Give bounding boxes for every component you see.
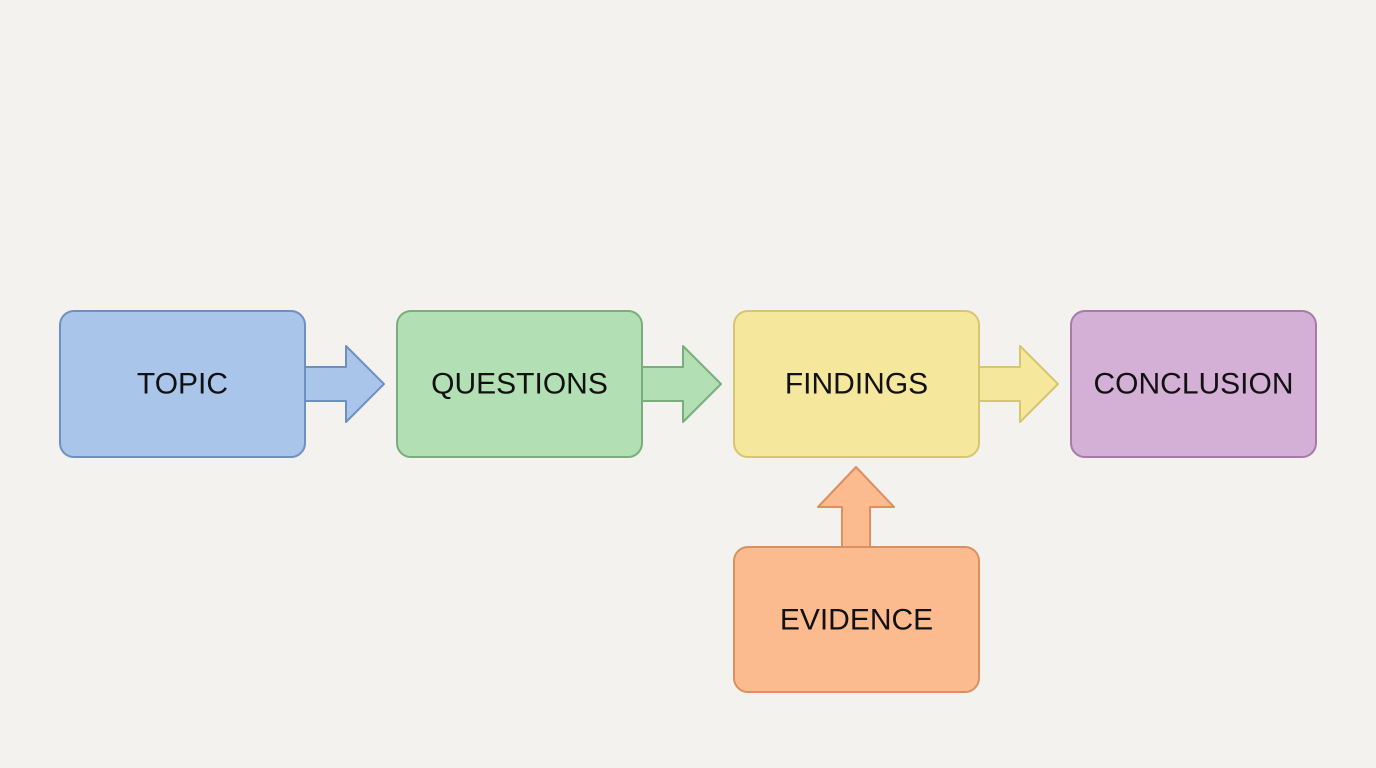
arrow-findings-to-conclusion bbox=[977, 345, 1059, 423]
node-conclusion-box bbox=[1070, 310, 1317, 458]
arrow-evidence-to-findings bbox=[817, 466, 895, 549]
node-topic: TOPIC bbox=[59, 310, 306, 458]
node-topic-label: TOPIC bbox=[137, 368, 228, 401]
node-questions-box bbox=[396, 310, 643, 458]
node-findings-box bbox=[733, 310, 980, 458]
node-evidence: EVIDENCE bbox=[733, 546, 980, 693]
arrow-topic-to-questions bbox=[303, 345, 385, 423]
node-evidence-box bbox=[733, 546, 980, 693]
node-topic-box bbox=[59, 310, 306, 458]
arrow-questions-to-findings bbox=[640, 345, 722, 423]
node-findings-label: FINDINGS bbox=[785, 368, 928, 401]
node-evidence-label: EVIDENCE bbox=[780, 604, 933, 637]
node-questions: QUESTIONS bbox=[396, 310, 643, 458]
node-findings: FINDINGS bbox=[733, 310, 980, 458]
node-conclusion-label: CONCLUSION bbox=[1093, 368, 1293, 401]
node-conclusion: CONCLUSION bbox=[1070, 310, 1317, 458]
node-questions-label: QUESTIONS bbox=[431, 368, 608, 401]
